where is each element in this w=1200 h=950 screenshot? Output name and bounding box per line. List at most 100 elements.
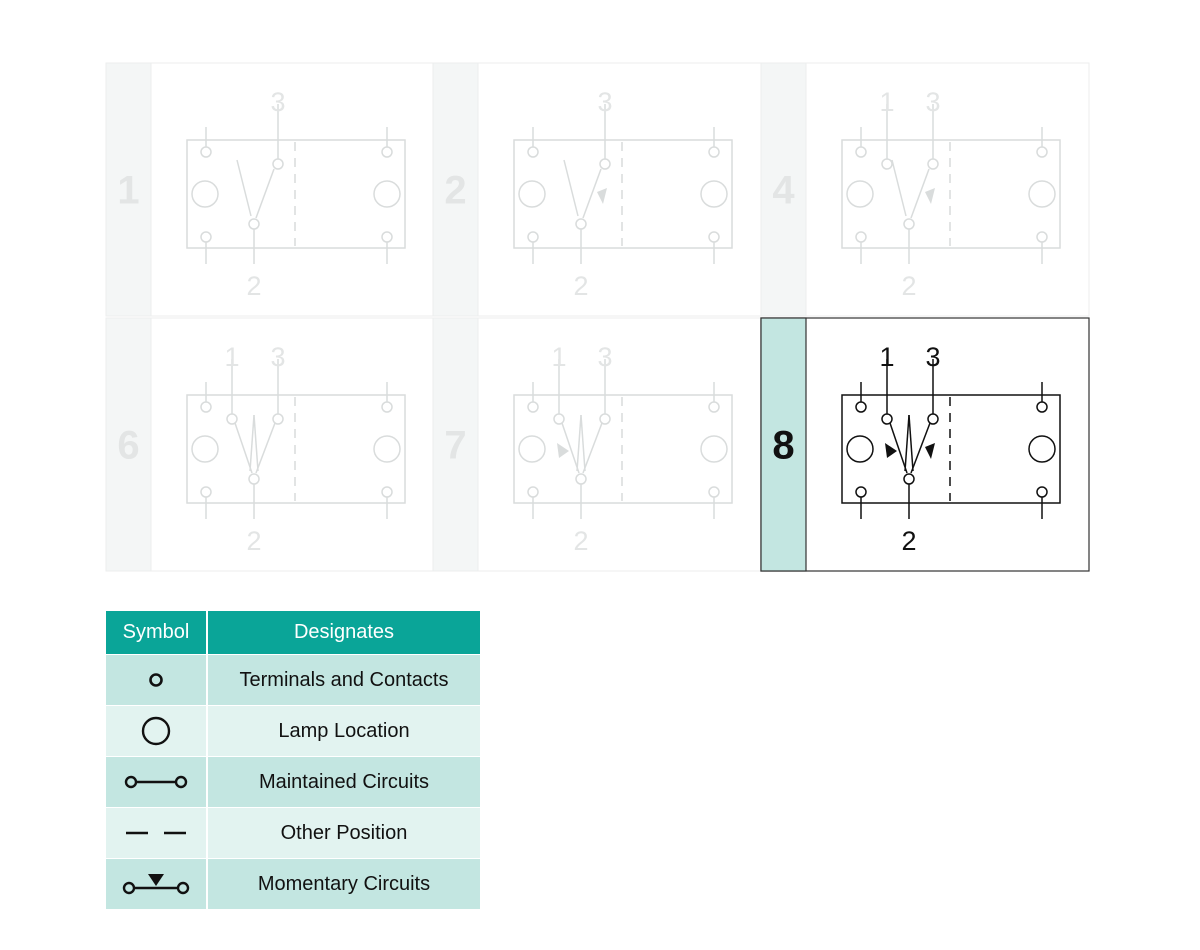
common-contact [903,473,915,485]
cell-frame [760,317,1090,572]
terminal-contact-icon [272,413,284,425]
terminal-contact-icon [149,673,163,687]
legend-label: Lamp Location [207,705,480,757]
terminal-contact-icon [381,231,393,243]
terminal-number-label: 2 [901,526,916,556]
momentary-arrow-icon [925,188,935,204]
switch-blade [908,414,914,472]
lamp-location-icon [1028,180,1056,208]
legend-symbol-cell [106,756,208,808]
switch-body-outline [841,139,1061,249]
legend-header-symbol: Symbol [106,611,208,655]
terminal-number-label: 3 [925,87,940,117]
other-position-icon [126,831,186,835]
switch-body-outline [513,394,733,504]
terminal-contact-icon [855,486,867,498]
terminal-number-label: 2 [246,271,261,301]
lamp-location-icon [141,716,171,746]
legend-row: Other Position [106,807,480,859]
terminal-number-label: 3 [270,87,285,117]
cell-frame [760,62,1090,317]
terminal-contact-icon [855,231,867,243]
terminal-contact-icon [553,413,565,425]
momentary-arrow-icon [885,443,897,458]
legend-label: Momentary Circuits [207,858,480,909]
switch-blade [910,422,931,474]
legend-row: Lamp Location [106,705,480,757]
terminal-contact-icon [381,146,393,158]
terminal-number-label: 3 [597,342,612,372]
switch-body-outline [186,139,406,249]
cell-frame [432,317,762,572]
terminal-number-label: 1 [879,87,894,117]
switch-body-outline [513,139,733,249]
terminal-number-label: 1 [879,342,894,372]
terminal-contact-icon [200,401,212,413]
cell-frame [432,62,762,317]
lamp-location-icon [846,180,874,208]
terminal-contact-icon [272,158,284,170]
legend-label: Other Position [207,807,480,859]
lamp-location-icon [191,180,219,208]
legend-symbol-cell [106,654,208,706]
terminal-contact-icon [200,231,212,243]
terminal-contact-icon [599,158,611,170]
terminal-contact-icon [1036,146,1048,158]
common-contact [575,473,587,485]
common-contact [903,218,915,230]
terminal-number-label: 1 [551,342,566,372]
terminal-contact-icon [708,146,720,158]
terminal-number-label: 3 [597,87,612,117]
switch-id-bar [432,62,479,317]
terminal-number-label: 2 [901,271,916,301]
switch-id-label: 4 [772,169,795,213]
terminal-number-label: 1 [224,342,239,372]
switch-blade [910,168,930,219]
switch-blade [889,422,908,474]
terminal-contact-icon [881,158,893,170]
terminal-number-label: 2 [573,526,588,556]
switch-cell: 4 1 3 2 [760,62,1090,317]
lamp-location-icon [700,435,728,463]
cell-frame [105,317,435,572]
switch-id-label: 1 [117,169,139,213]
legend-label: Terminals and Contacts [207,654,480,706]
switch-body-outline [841,394,1061,504]
cell-frame [105,62,435,317]
switch-blade [904,414,910,472]
terminal-contact-icon [381,486,393,498]
switch-id-label: 8 [772,424,794,468]
terminal-contact-icon [708,401,720,413]
lamp-location-icon [846,435,874,463]
switch-blade [580,414,586,472]
switch-body-outline [186,394,406,504]
common-contact [248,218,260,230]
terminal-contact-icon [1036,231,1048,243]
lamp-location-icon [1028,435,1056,463]
legend-symbol-cell [106,807,208,859]
switch-blade [563,159,579,217]
lamp-location-icon [373,180,401,208]
legend-symbol-cell [106,858,208,909]
legend-row: Momentary Circuits [106,858,480,909]
terminal-number-label: 3 [270,342,285,372]
switch-id-bar [105,317,152,572]
terminal-number-label: 3 [925,342,940,372]
legend-symbol-cell [106,705,208,757]
maintained-circuit-icon [124,775,188,789]
switch-id-bar [760,317,807,572]
switch-cell: 232 [432,62,762,317]
terminal-contact-icon [527,231,539,243]
switch-blade [236,159,252,217]
terminal-contact-icon [927,158,939,170]
terminal-contact-icon [1036,401,1048,413]
switch-id-label: 6 [117,424,139,468]
terminal-contact-icon [1036,486,1048,498]
momentary-arrow-icon [597,188,607,204]
lamp-location-icon [373,435,401,463]
switch-blade [582,168,602,219]
switch-id-bar [432,317,479,572]
switch-blade [255,168,275,219]
